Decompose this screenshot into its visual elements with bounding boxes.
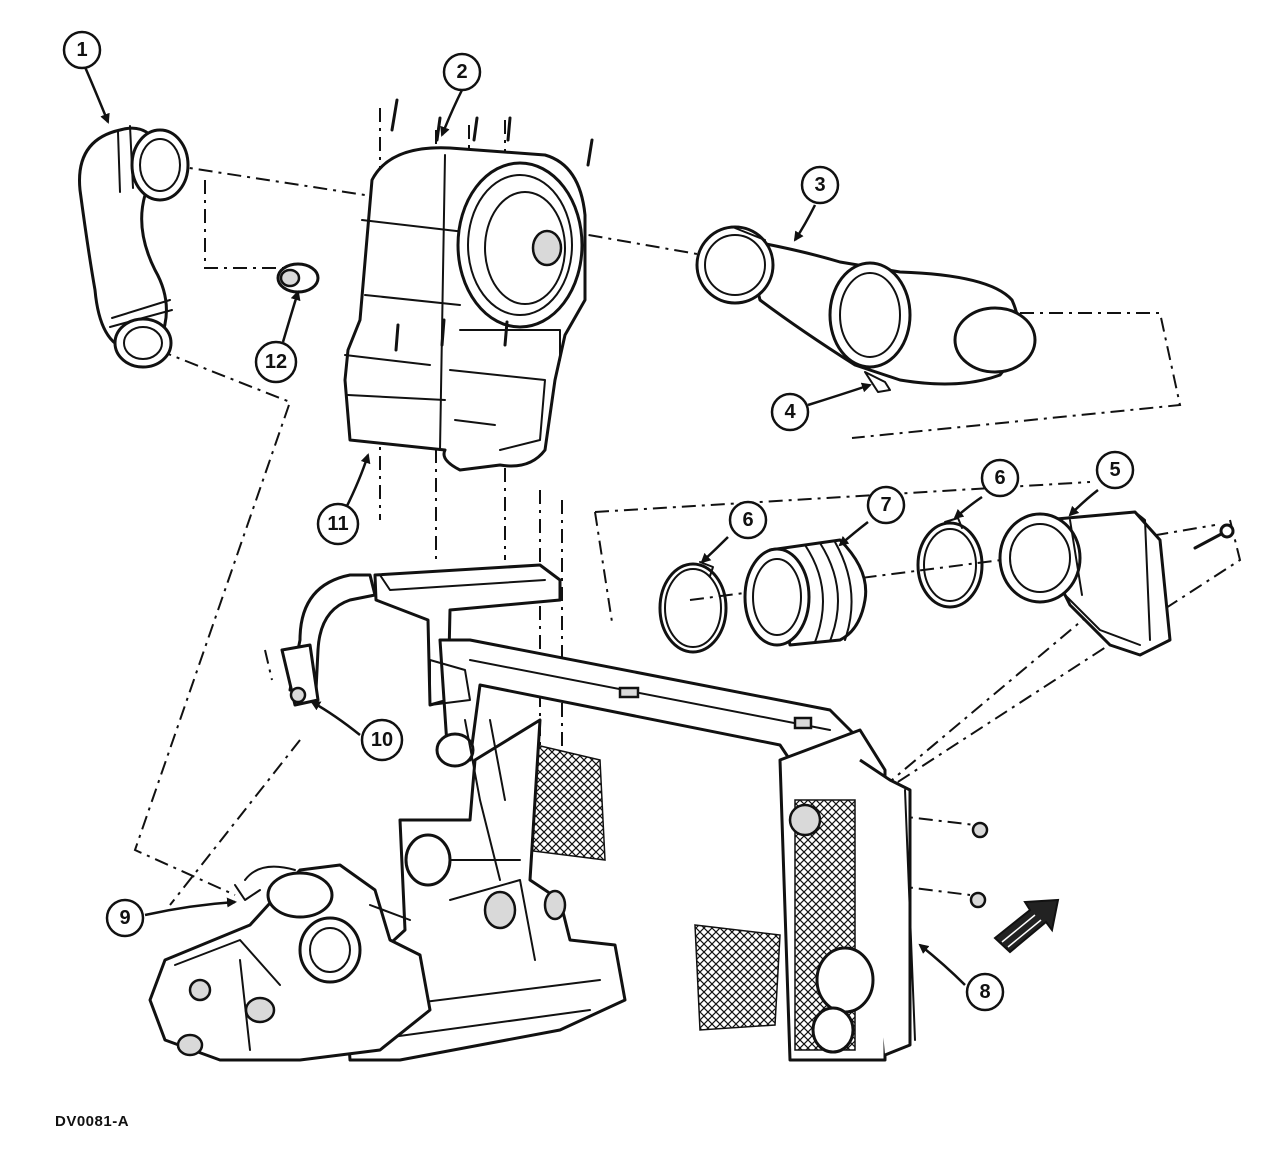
grommet	[276, 262, 320, 294]
turbocharger	[148, 863, 432, 1062]
hose-clamp-right	[916, 517, 984, 609]
svg-text:9: 9	[119, 907, 130, 929]
support-bracket	[280, 563, 562, 707]
callout-2: 2	[442, 52, 482, 92]
callout-4: 4	[770, 392, 810, 432]
callout-9: 9	[105, 898, 145, 938]
callout-12: 12	[254, 340, 298, 384]
callout-8: 8	[965, 972, 1005, 1012]
svg-text:3: 3	[814, 174, 825, 196]
callout-10: 10	[360, 718, 404, 762]
callout-1: 1	[62, 30, 102, 70]
radiator-assembly	[778, 728, 989, 1062]
hose-clamp-left	[658, 561, 728, 654]
svg-text:7: 7	[880, 494, 891, 516]
air-cleaner-housing	[343, 98, 594, 472]
svg-text:8: 8	[979, 981, 990, 1003]
outlet-tube	[695, 225, 1037, 393]
figure-id: DV0081-A	[55, 1113, 130, 1130]
intake-elbow-tube	[78, 125, 190, 369]
mounting-bolt	[1193, 523, 1235, 550]
svg-text:4: 4	[784, 401, 796, 423]
callout-leaders	[83, 66, 1099, 986]
svg-text:5: 5	[1109, 459, 1120, 481]
svg-text:10: 10	[371, 729, 393, 751]
front-direction-arrow	[993, 898, 1060, 954]
svg-text:12: 12	[265, 351, 287, 373]
svg-text:11: 11	[327, 513, 348, 535]
callout-3: 3	[800, 165, 840, 205]
svg-text:1: 1	[76, 39, 87, 61]
svg-text:6: 6	[994, 467, 1005, 489]
charge-air-elbow	[998, 510, 1172, 657]
svg-text:6: 6	[742, 509, 753, 531]
callout-7: 7	[866, 485, 906, 525]
hose-coupler	[743, 538, 868, 647]
callout-6-right: 6	[980, 458, 1020, 498]
assembly-centerlines	[133, 108, 1242, 906]
callout-11: 11	[316, 502, 360, 546]
svg-text:2: 2	[456, 61, 467, 83]
callout-6-left: 6	[728, 500, 768, 540]
callout-5: 5	[1095, 450, 1135, 490]
lower-mesh	[694, 924, 781, 1031]
